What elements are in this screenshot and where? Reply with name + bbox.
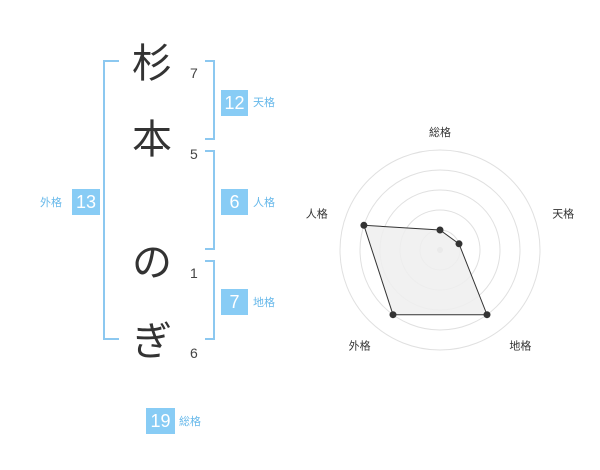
jinkaku-label: 人格 [253, 196, 275, 209]
jinkaku-bracket [205, 150, 215, 250]
stroke-count-3: 1 [190, 265, 198, 281]
radar-point-1 [436, 226, 444, 234]
radar-point-4 [389, 311, 397, 319]
radar-point-2 [455, 240, 463, 248]
radar-axis-label-2: 天格 [552, 207, 574, 221]
radar-axis-label-5: 人格 [306, 207, 328, 221]
chikaku-bracket [205, 260, 215, 340]
name-char-4: ぎ [132, 319, 172, 365]
chikaku-label: 地格 [253, 296, 275, 309]
stroke-count-2: 5 [190, 146, 198, 162]
name-char-1: 杉 [132, 41, 172, 87]
radar-point-5 [360, 221, 368, 229]
radar-axis-label-3: 地格 [509, 339, 531, 353]
jinkaku-value-badge: 6 [221, 189, 248, 215]
soukaku-value-badge: 19 [146, 408, 175, 434]
chikaku-value-badge: 7 [221, 289, 248, 315]
soukaku-label: 総格 [179, 415, 201, 428]
stroke-count-4: 6 [190, 345, 198, 361]
tenkaku-bracket [205, 60, 215, 140]
gaikaku-label: 外格 [40, 196, 62, 209]
radar-point-3 [483, 311, 491, 319]
gaikaku-bracket [103, 60, 119, 340]
name-char-3: の [132, 240, 172, 286]
stroke-count-1: 7 [190, 65, 198, 81]
radar-area [363, 224, 488, 316]
tenkaku-label: 天格 [253, 96, 275, 109]
tenkaku-value-badge: 12 [221, 90, 248, 116]
radar-axis-label-1: 総格 [429, 125, 451, 139]
radar-grid-ring [339, 149, 541, 351]
name-char-2: 本 [132, 117, 172, 163]
radar-grid-ring [359, 169, 521, 331]
radar-axis-label-4: 外格 [349, 339, 371, 353]
gaikaku-value-badge: 13 [72, 189, 100, 215]
